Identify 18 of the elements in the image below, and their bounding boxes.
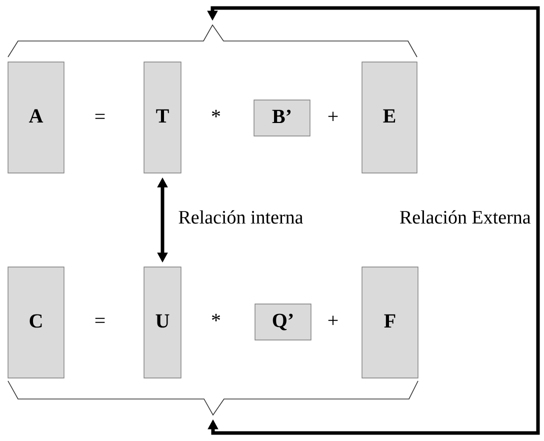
brace — [8, 380, 418, 416]
matrix-box: F — [362, 266, 418, 378]
operator-sign: + — [328, 112, 338, 122]
matrix-box: A — [8, 62, 64, 174]
operator-sign: * — [212, 314, 220, 322]
matrix-box: U — [144, 266, 182, 378]
matrix-box: B’ — [254, 100, 310, 136]
matrix-box: C — [8, 266, 64, 378]
operator-sign: * — [212, 110, 220, 118]
operator-sign: = — [95, 318, 105, 323]
brace — [8, 24, 418, 58]
matrix-box: E — [362, 62, 418, 174]
edge-label: Relación Externa — [398, 209, 532, 225]
operator-sign: + — [328, 316, 338, 326]
edge-label: Relación interna — [177, 209, 304, 225]
matrix-box: T — [144, 62, 182, 174]
matrix-box: Q’ — [254, 304, 312, 340]
operator-sign: = — [95, 114, 105, 119]
